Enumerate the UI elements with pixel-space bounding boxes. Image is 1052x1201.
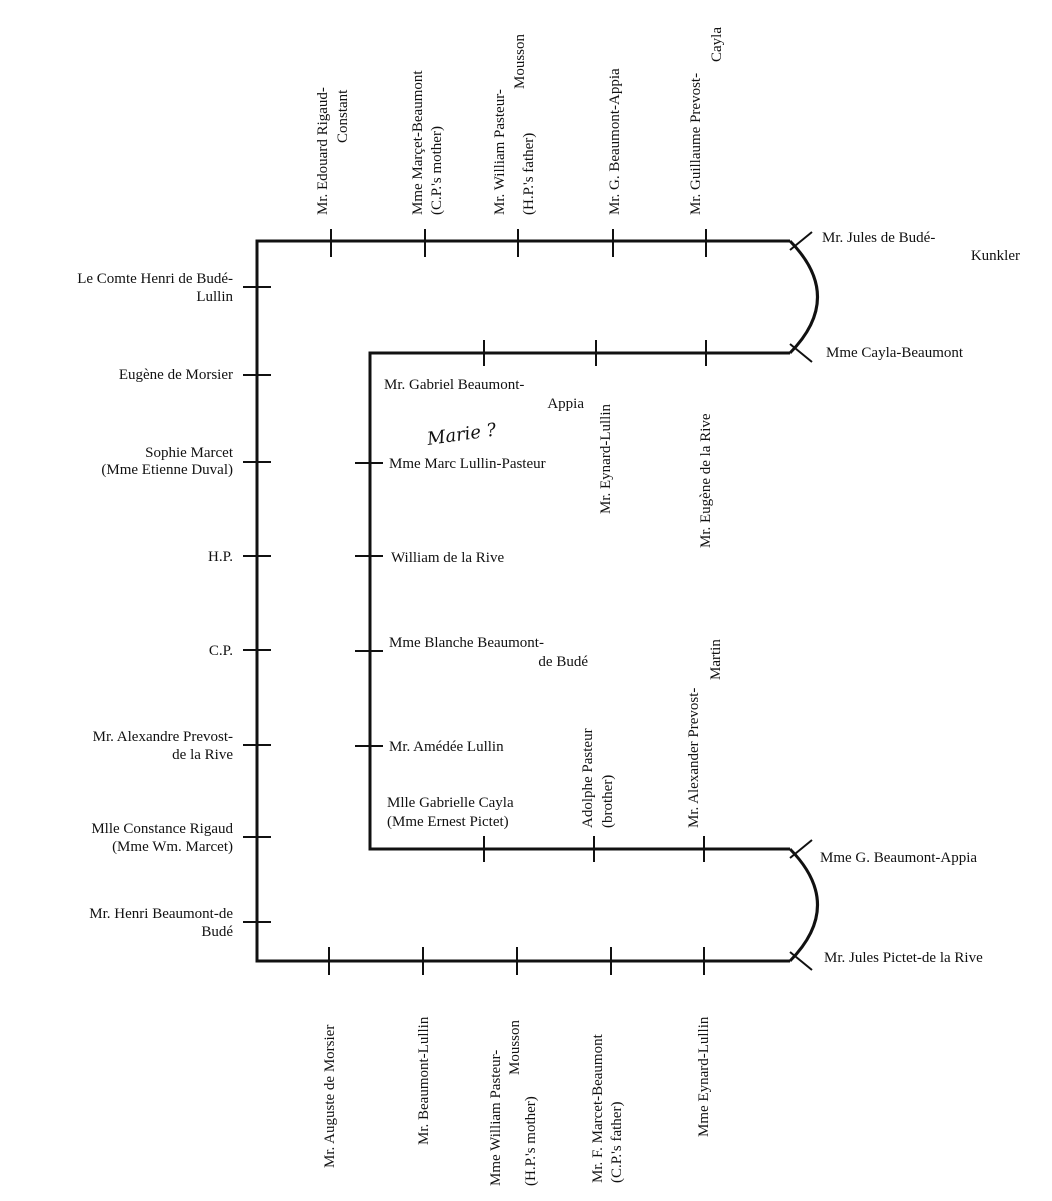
- guest-label: Appia: [547, 396, 584, 412]
- guest-label: Mr. Auguste de Morsier: [322, 1025, 338, 1168]
- guest-label: William de la Rive: [391, 550, 504, 566]
- guest-label: (brother): [600, 775, 616, 828]
- guest-label: (Mme Wm. Marcet): [112, 839, 233, 855]
- guest-label: (C.P.'s mother): [429, 126, 445, 215]
- guest-label: Mr. G. Beaumont-Appia: [607, 68, 623, 215]
- inner-left-ticks: [355, 462, 383, 747]
- right-bottom-labels: Mme G. Beaumont-Appia Mr. Jules Pictet-d…: [820, 850, 983, 966]
- guest-label: Mr. Alexander Prevost-: [686, 688, 702, 828]
- bottom-outer-labels: Mr. Auguste de Morsier Mr. Beaumont-Lull…: [322, 1016, 712, 1186]
- bottom-right-curve: [788, 847, 819, 963]
- guest-label: Mr. Alexandre Prevost-: [93, 729, 233, 745]
- top-right-curve: [788, 239, 819, 355]
- guest-label: Mr. Beaumont-Lullin: [416, 1016, 432, 1145]
- inner-top-ticks: [483, 340, 707, 366]
- guest-label: de la Rive: [172, 747, 233, 763]
- guest-label: Mr. Eynard-Lullin: [598, 404, 614, 514]
- guest-label: (Mme Ernest Pictet): [387, 814, 509, 830]
- curve-cross-marks: [789, 231, 813, 971]
- right-top-labels: Mr. Jules de Budé- Kunkler Mme Cayla-Bea…: [822, 230, 1020, 361]
- bottom-outer-ticks: [328, 947, 705, 975]
- inner-bottom-ticks: [483, 836, 705, 862]
- guest-label: Mme Marc Lullin-Pasteur: [389, 456, 546, 472]
- guest-label: Mr. Jules Pictet-de la Rive: [824, 950, 983, 966]
- guest-label: Mme Marçet-Beaumont: [410, 70, 426, 215]
- guest-label: Mr. F. Marcet-Beaumont: [590, 1033, 606, 1183]
- guest-label: de Budé: [538, 654, 588, 670]
- guest-label: Mlle Constance Rigaud: [91, 821, 233, 837]
- guest-label: Mousson: [512, 33, 528, 89]
- guest-label: Adolphe Pasteur: [580, 728, 596, 828]
- guest-label: Mme Cayla-Beaumont: [826, 345, 964, 361]
- guest-label: (H.P.'s father): [521, 133, 537, 215]
- guest-label: Le Comte Henri de Budé-: [77, 271, 233, 287]
- guest-label: Sophie Marcet: [145, 445, 234, 461]
- inner-top-vertical-labels: Mr. Eynard-Lullin Mr. Eugène de la Rive: [598, 404, 714, 548]
- inner-table-outline: [368, 351, 790, 851]
- top-outer-labels: Mr. Edouard Rigaud- Constant Mme Marçet-…: [315, 27, 725, 215]
- guest-label: (H.P.'s mother): [523, 1096, 539, 1186]
- top-outer-ticks: [330, 229, 707, 257]
- guest-label: Budé: [201, 924, 233, 940]
- guest-label: C.P.: [209, 643, 233, 659]
- left-outer-labels: Le Comte Henri de Budé- Lullin Eugène de…: [77, 271, 234, 940]
- left-outer-ticks: [243, 286, 271, 923]
- guest-label: Martin: [708, 639, 724, 680]
- guest-label: Mme William Pasteur-: [488, 1050, 504, 1186]
- guest-label: Mlle Gabrielle Cayla: [387, 795, 514, 811]
- guest-label: Eugène de Morsier: [119, 367, 233, 383]
- handwritten-annotation: Marie ?: [425, 419, 498, 450]
- guest-label: Mr. Gabriel Beaumont-: [384, 377, 524, 393]
- guest-label: (C.P.'s father): [609, 1102, 625, 1183]
- guest-label: Mr. William Pasteur-: [492, 89, 508, 215]
- inner-left-labels: Mr. Gabriel Beaumont- Appia Mme Marc Lul…: [384, 377, 588, 830]
- guest-label: Mr. Edouard Rigaud-: [315, 87, 331, 215]
- guest-label: Cayla: [709, 27, 725, 62]
- guest-label: (Mme Etienne Duval): [101, 462, 233, 478]
- guest-label: Constant: [335, 89, 351, 143]
- guest-label: Mme Eynard-Lullin: [696, 1016, 712, 1137]
- guest-label: Mr. Henri Beaumont-de: [89, 906, 233, 922]
- guest-label: Mme G. Beaumont-Appia: [820, 850, 977, 866]
- guest-label: Mr. Jules de Budé-: [822, 230, 935, 246]
- guest-label: Mme Blanche Beaumont-: [389, 635, 544, 651]
- guest-label: H.P.: [208, 549, 233, 565]
- guest-label: Mr. Eugène de la Rive: [698, 413, 714, 548]
- guest-label: Mousson: [507, 1019, 523, 1075]
- guest-label: Lullin: [196, 289, 233, 305]
- guest-label: Kunkler: [971, 248, 1020, 264]
- outer-table-outline: [255, 239, 790, 963]
- guest-label: Mr. Amédée Lullin: [389, 739, 504, 755]
- guest-label: Mr. Guillaume Prevost-: [688, 73, 704, 215]
- inner-bottom-vertical-labels: Adolphe Pasteur (brother) Mr. Alexander …: [580, 639, 724, 828]
